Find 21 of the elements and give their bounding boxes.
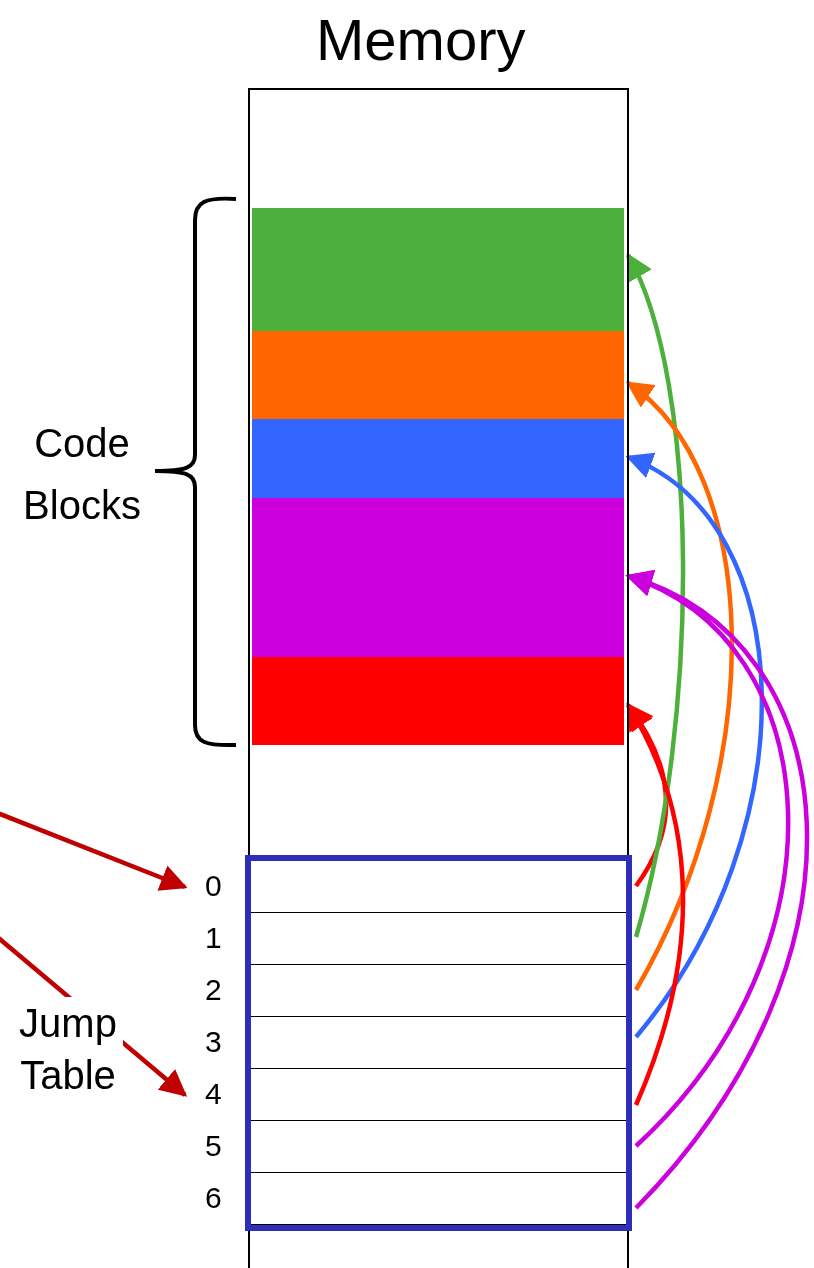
arrow [625,572,809,1210]
index-number: 6 [205,1181,222,1215]
arrow [625,455,764,1039]
code-block [252,419,624,498]
code-block [252,657,624,745]
arrow [625,252,686,938]
code-block [252,208,624,331]
index-number: 2 [205,973,222,1007]
code-block [252,331,624,419]
column-title: Memory [316,6,526,73]
bracket-label: Code Blocks [22,420,142,529]
index-number: 1 [205,921,222,955]
index-number: 5 [205,1129,222,1163]
index-number: 0 [205,869,222,903]
code-block [252,498,624,657]
index-number: 4 [205,1077,222,1111]
arrow [626,702,669,888]
arrow [0,809,188,891]
index-number: 3 [205,1025,222,1059]
arrow [625,381,734,992]
arrow [626,702,686,1106]
